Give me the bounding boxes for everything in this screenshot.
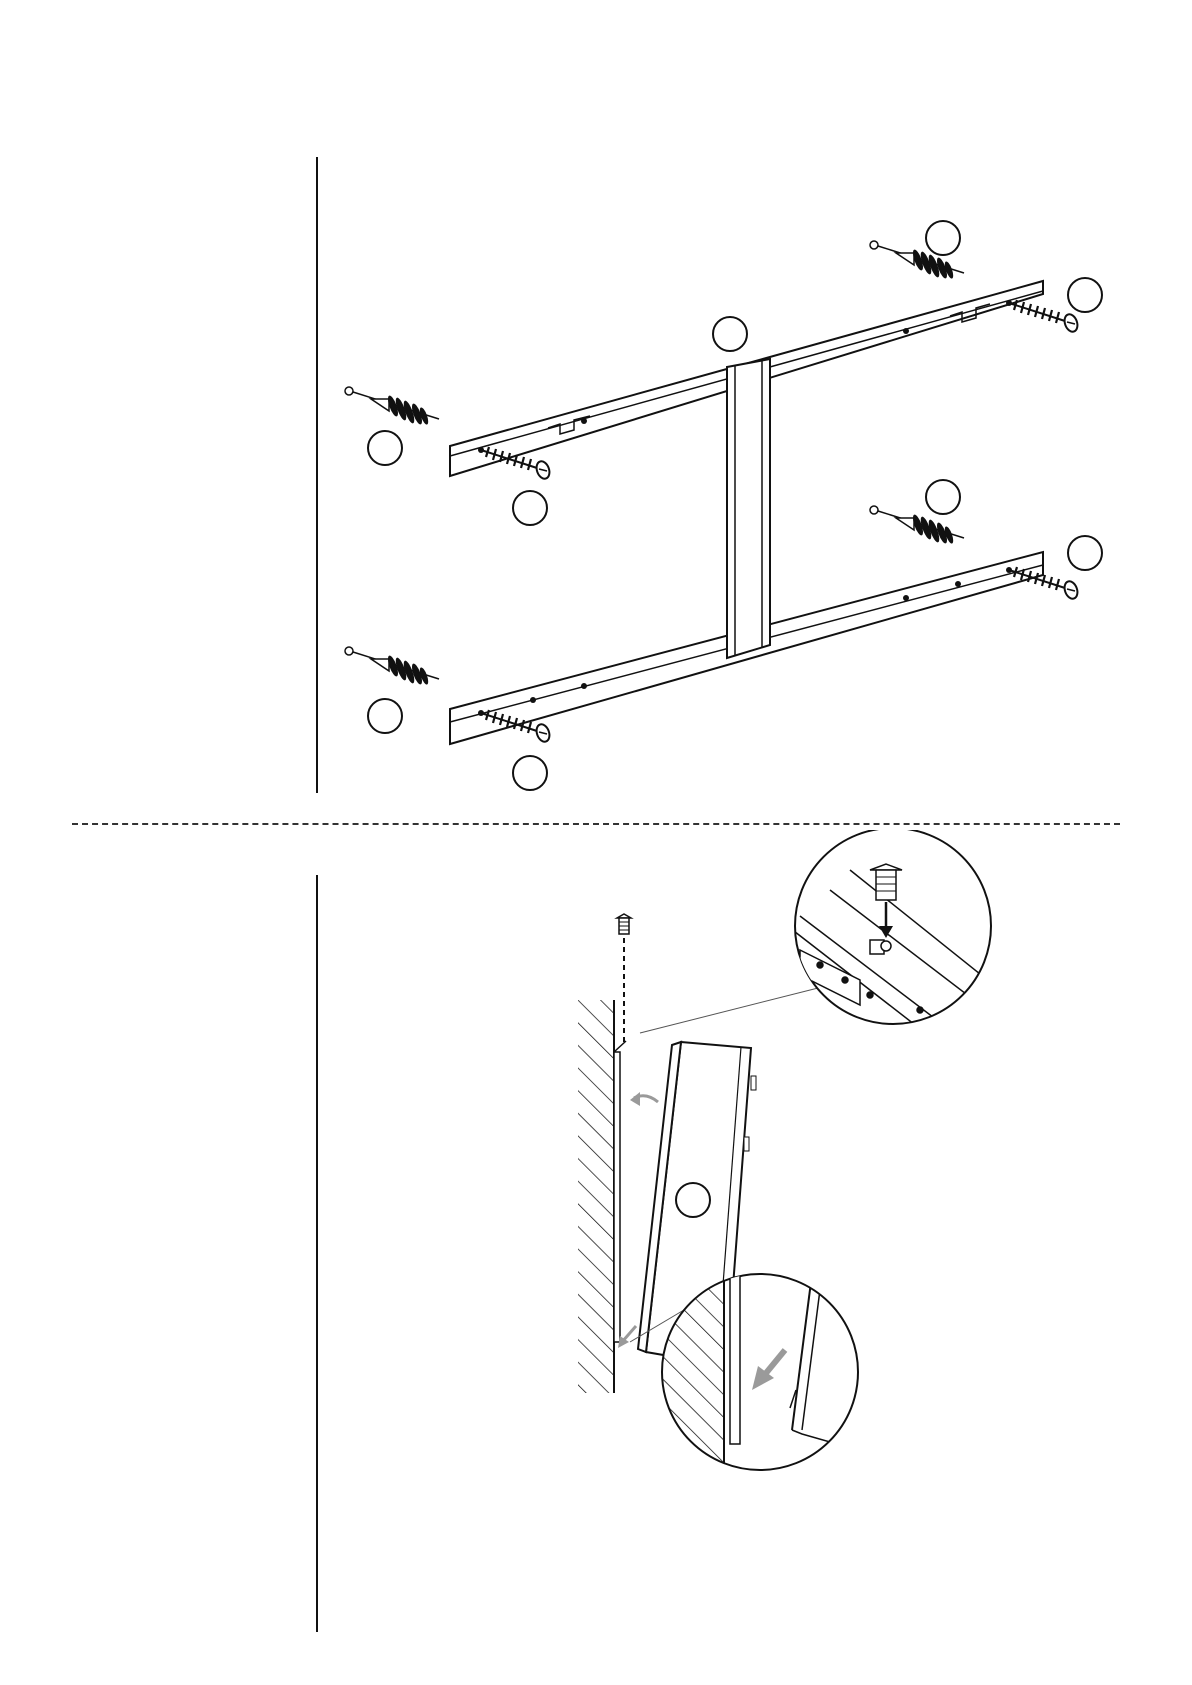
mounting-rail-icon <box>727 359 770 658</box>
wall-hatch-icon <box>578 1000 614 1393</box>
step-2-illustration <box>0 830 1192 1685</box>
mounting-rail-icon <box>614 1052 620 1342</box>
detail-magnifier-icon <box>790 830 1000 1083</box>
part-label-circle <box>1068 536 1102 570</box>
part-label-circle <box>368 699 402 733</box>
part-label-circle <box>513 491 547 525</box>
section-divider <box>72 823 1120 825</box>
wall-plug-icon <box>345 387 439 426</box>
part-label-circle <box>368 431 402 465</box>
machine-screw-icon <box>617 914 631 934</box>
detail-magnifier-icon <box>662 1274 858 1474</box>
part-label-circle <box>926 480 960 514</box>
wall-plug-icon <box>345 647 439 686</box>
part-label-circle <box>676 1183 710 1217</box>
step-1-illustration <box>0 0 1192 820</box>
part-label-circle <box>713 317 747 351</box>
step-1-panel <box>0 0 1192 820</box>
step-2-panel <box>0 830 1192 1685</box>
part-label-circle <box>1068 278 1102 312</box>
part-label-circle <box>513 756 547 790</box>
part-label-circle <box>926 221 960 255</box>
wood-screw-icon <box>1009 300 1080 334</box>
